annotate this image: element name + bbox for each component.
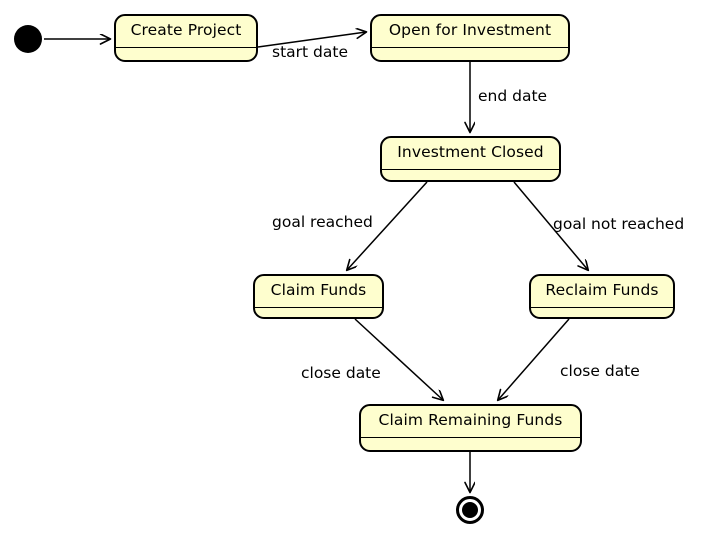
initial-state-node[interactable]	[14, 25, 42, 53]
state-node-open-for-investment[interactable]: Open for Investment	[370, 14, 570, 62]
state-label-create-project: Create Project	[116, 16, 256, 48]
state-node-reclaim-funds[interactable]: Reclaim Funds	[529, 274, 675, 319]
state-body-create-project	[116, 48, 256, 61]
state-node-claim-remaining-funds[interactable]: Claim Remaining Funds	[359, 404, 582, 452]
state-body-claim-remaining-funds	[361, 438, 580, 451]
state-label-investment-closed: Investment Closed	[382, 138, 559, 170]
final-state-node[interactable]	[456, 496, 484, 524]
state-body-reclaim-funds	[531, 308, 673, 318]
state-label-reclaim-funds: Reclaim Funds	[531, 276, 673, 308]
state-body-investment-closed	[382, 170, 559, 181]
state-node-investment-closed[interactable]: Investment Closed	[380, 136, 561, 182]
edge-investment-closed-to-reclaim-funds	[513, 181, 588, 270]
edge-create-project-to-open-for-investment	[257, 32, 366, 48]
state-node-create-project[interactable]: Create Project	[114, 14, 258, 62]
transition-label-goal-not-reached: goal not reached	[553, 215, 685, 233]
state-body-open-for-investment	[372, 48, 568, 61]
transition-label-start-date: start date	[272, 43, 348, 61]
state-label-open-for-investment: Open for Investment	[372, 16, 568, 48]
transition-label-end-date: end date	[478, 87, 548, 105]
transition-label-close-date-left: close date	[301, 364, 381, 382]
transition-label-goal-reached: goal reached	[272, 213, 373, 231]
state-node-claim-funds[interactable]: Claim Funds	[253, 274, 384, 319]
edge-investment-closed-to-claim-funds	[347, 181, 428, 270]
transition-label-close-date-right: close date	[560, 362, 640, 380]
state-body-claim-funds	[255, 308, 382, 318]
state-label-claim-remaining-funds: Claim Remaining Funds	[361, 406, 580, 438]
edge-reclaim-funds-to-claim-remaining-funds	[498, 318, 570, 400]
state-label-claim-funds: Claim Funds	[255, 276, 382, 308]
final-state-inner-dot	[462, 502, 478, 518]
edge-claim-funds-to-claim-remaining-funds	[354, 318, 443, 400]
